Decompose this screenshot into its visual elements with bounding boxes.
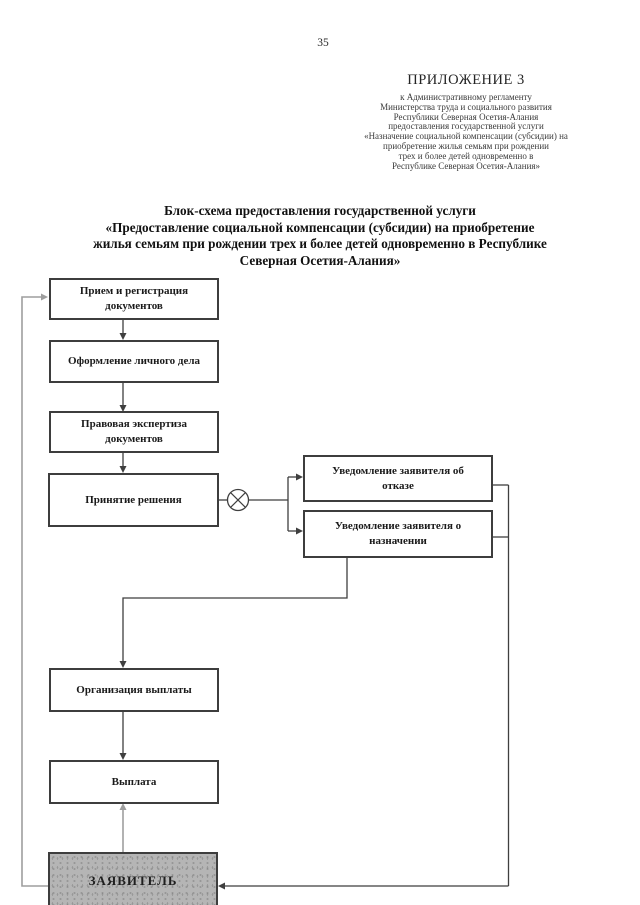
decision-crossed-circle-icon	[226, 488, 250, 512]
flowchart-title: Блок-схема предоставления государственно…	[20, 203, 620, 269]
appendix-line: Республике Северная Осетия-Алания»	[391, 160, 541, 171]
node-payment: Выплата	[49, 760, 219, 804]
node-payment-organization: Организация выплаты	[49, 668, 219, 712]
arrow-up-icon	[119, 803, 127, 810]
arrow-left-icon	[218, 882, 225, 890]
feedback-lines	[21, 296, 124, 887]
connector-applicant-to-reception	[21, 296, 48, 887]
flowchart-title-line: «Предоставление социальной компенсации (…	[105, 219, 535, 235]
node-personal-file: Оформление личного дела	[49, 340, 219, 383]
appendix-line: Республики Северная Осетия-Алания	[393, 111, 539, 122]
node-notify-assignment: Уведомление заявителя о назначении	[303, 510, 493, 558]
appendix-line: приобретение жилья семьям при рождении	[383, 140, 549, 151]
page-number: 35	[317, 37, 329, 49]
appendix-heading: ПРИЛОЖЕНИЕ 3	[407, 72, 525, 88]
arrow-right-icon	[296, 473, 303, 481]
appendix-line: предоставления государственной услуги	[388, 121, 544, 132]
connector-lines	[122, 320, 510, 887]
appendix-line: трех и более детей одновременно в	[398, 150, 534, 161]
arrow-down-icon	[119, 405, 127, 412]
arrow-down-icon	[119, 466, 127, 473]
node-decision: Принятие решения	[48, 473, 219, 527]
connector-arrowheads	[119, 333, 303, 890]
flowchart-title-line: Северная Осетия-Алания»	[239, 252, 401, 268]
arrow-right-icon	[41, 293, 48, 301]
appendix-line: к Административному регламенту	[400, 92, 532, 102]
node-notify-refusal: Уведомление заявителя об отказе	[303, 455, 493, 502]
arrow-down-icon	[119, 661, 127, 668]
node-applicant: ЗАЯВИТЕЛЬ	[48, 852, 218, 905]
appendix-line: «Назначение социальной компенсации (субс…	[364, 131, 568, 142]
flowchart-title-line: жилья семьям при рождении трех и более д…	[93, 236, 547, 252]
arrow-right-icon	[296, 527, 303, 535]
node-legal-review: Правовая экспертиза документов	[49, 411, 219, 453]
feedback-arrowheads	[41, 293, 127, 810]
node-reception: Прием и регистрация документов	[49, 278, 219, 320]
connector-assignment-to-payment-organization	[122, 558, 348, 661]
appendix-line: Министерства труда и социального развити…	[380, 101, 552, 112]
arrow-down-icon	[119, 753, 127, 760]
arrow-down-icon	[119, 333, 127, 340]
appendix-block: ПРИЛОЖЕНИЕ 3 к Административному регламе…	[330, 72, 602, 171]
flowchart-title-line: Блок-схема предоставления государственно…	[164, 203, 476, 218]
